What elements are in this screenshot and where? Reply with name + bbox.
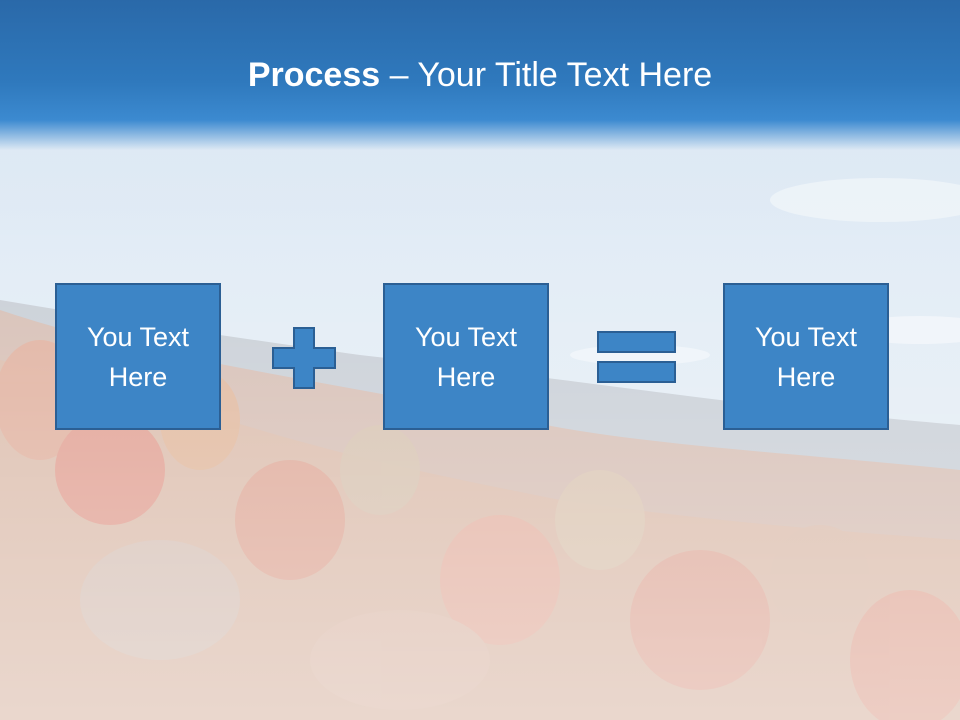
header-band bbox=[0, 0, 960, 150]
slide-title-bold: Process bbox=[247, 56, 381, 94]
process-box-1[interactable]: You Text Here bbox=[55, 283, 221, 430]
process-box-2-line-1: You Text bbox=[414, 321, 518, 352]
equals-icon bbox=[597, 331, 676, 383]
process-box-2[interactable]: You Text Here bbox=[383, 283, 549, 430]
process-box-2-line-2: Here bbox=[436, 361, 496, 392]
slide-title-rest: – Your Title Text Here bbox=[380, 56, 713, 94]
process-box-3-line-2: Here bbox=[776, 361, 836, 392]
process-box-1-line-2: Here bbox=[108, 361, 168, 392]
process-box-1-line-1: You Text bbox=[86, 321, 190, 352]
plus-icon bbox=[272, 327, 336, 389]
process-box-3-line-1: You Text bbox=[754, 321, 858, 352]
process-box-3[interactable]: You Text Here bbox=[723, 283, 889, 430]
slide-title: Process – Your Title Text Here bbox=[0, 52, 960, 98]
